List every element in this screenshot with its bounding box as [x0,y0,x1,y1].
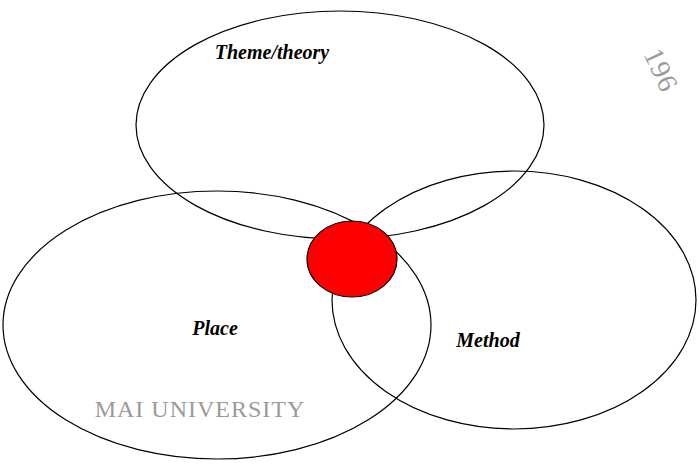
ellipse-shape [332,171,696,429]
ellipse-shape [136,11,544,239]
set-label: Theme/theory [215,41,329,64]
ellipse-outline [331,170,697,430]
set-label: Method [456,329,519,352]
ellipse-shape [3,191,431,459]
watermark-text: MAI UNIVERSITY [95,396,306,422]
venn-ellipse: Theme/theory [135,10,545,240]
ellipse-outline [135,10,545,240]
watermark-text: 196 [637,43,684,97]
set-label: Place [192,317,238,340]
venn-ellipse: Method [331,170,697,430]
intersection-dot [307,221,397,297]
